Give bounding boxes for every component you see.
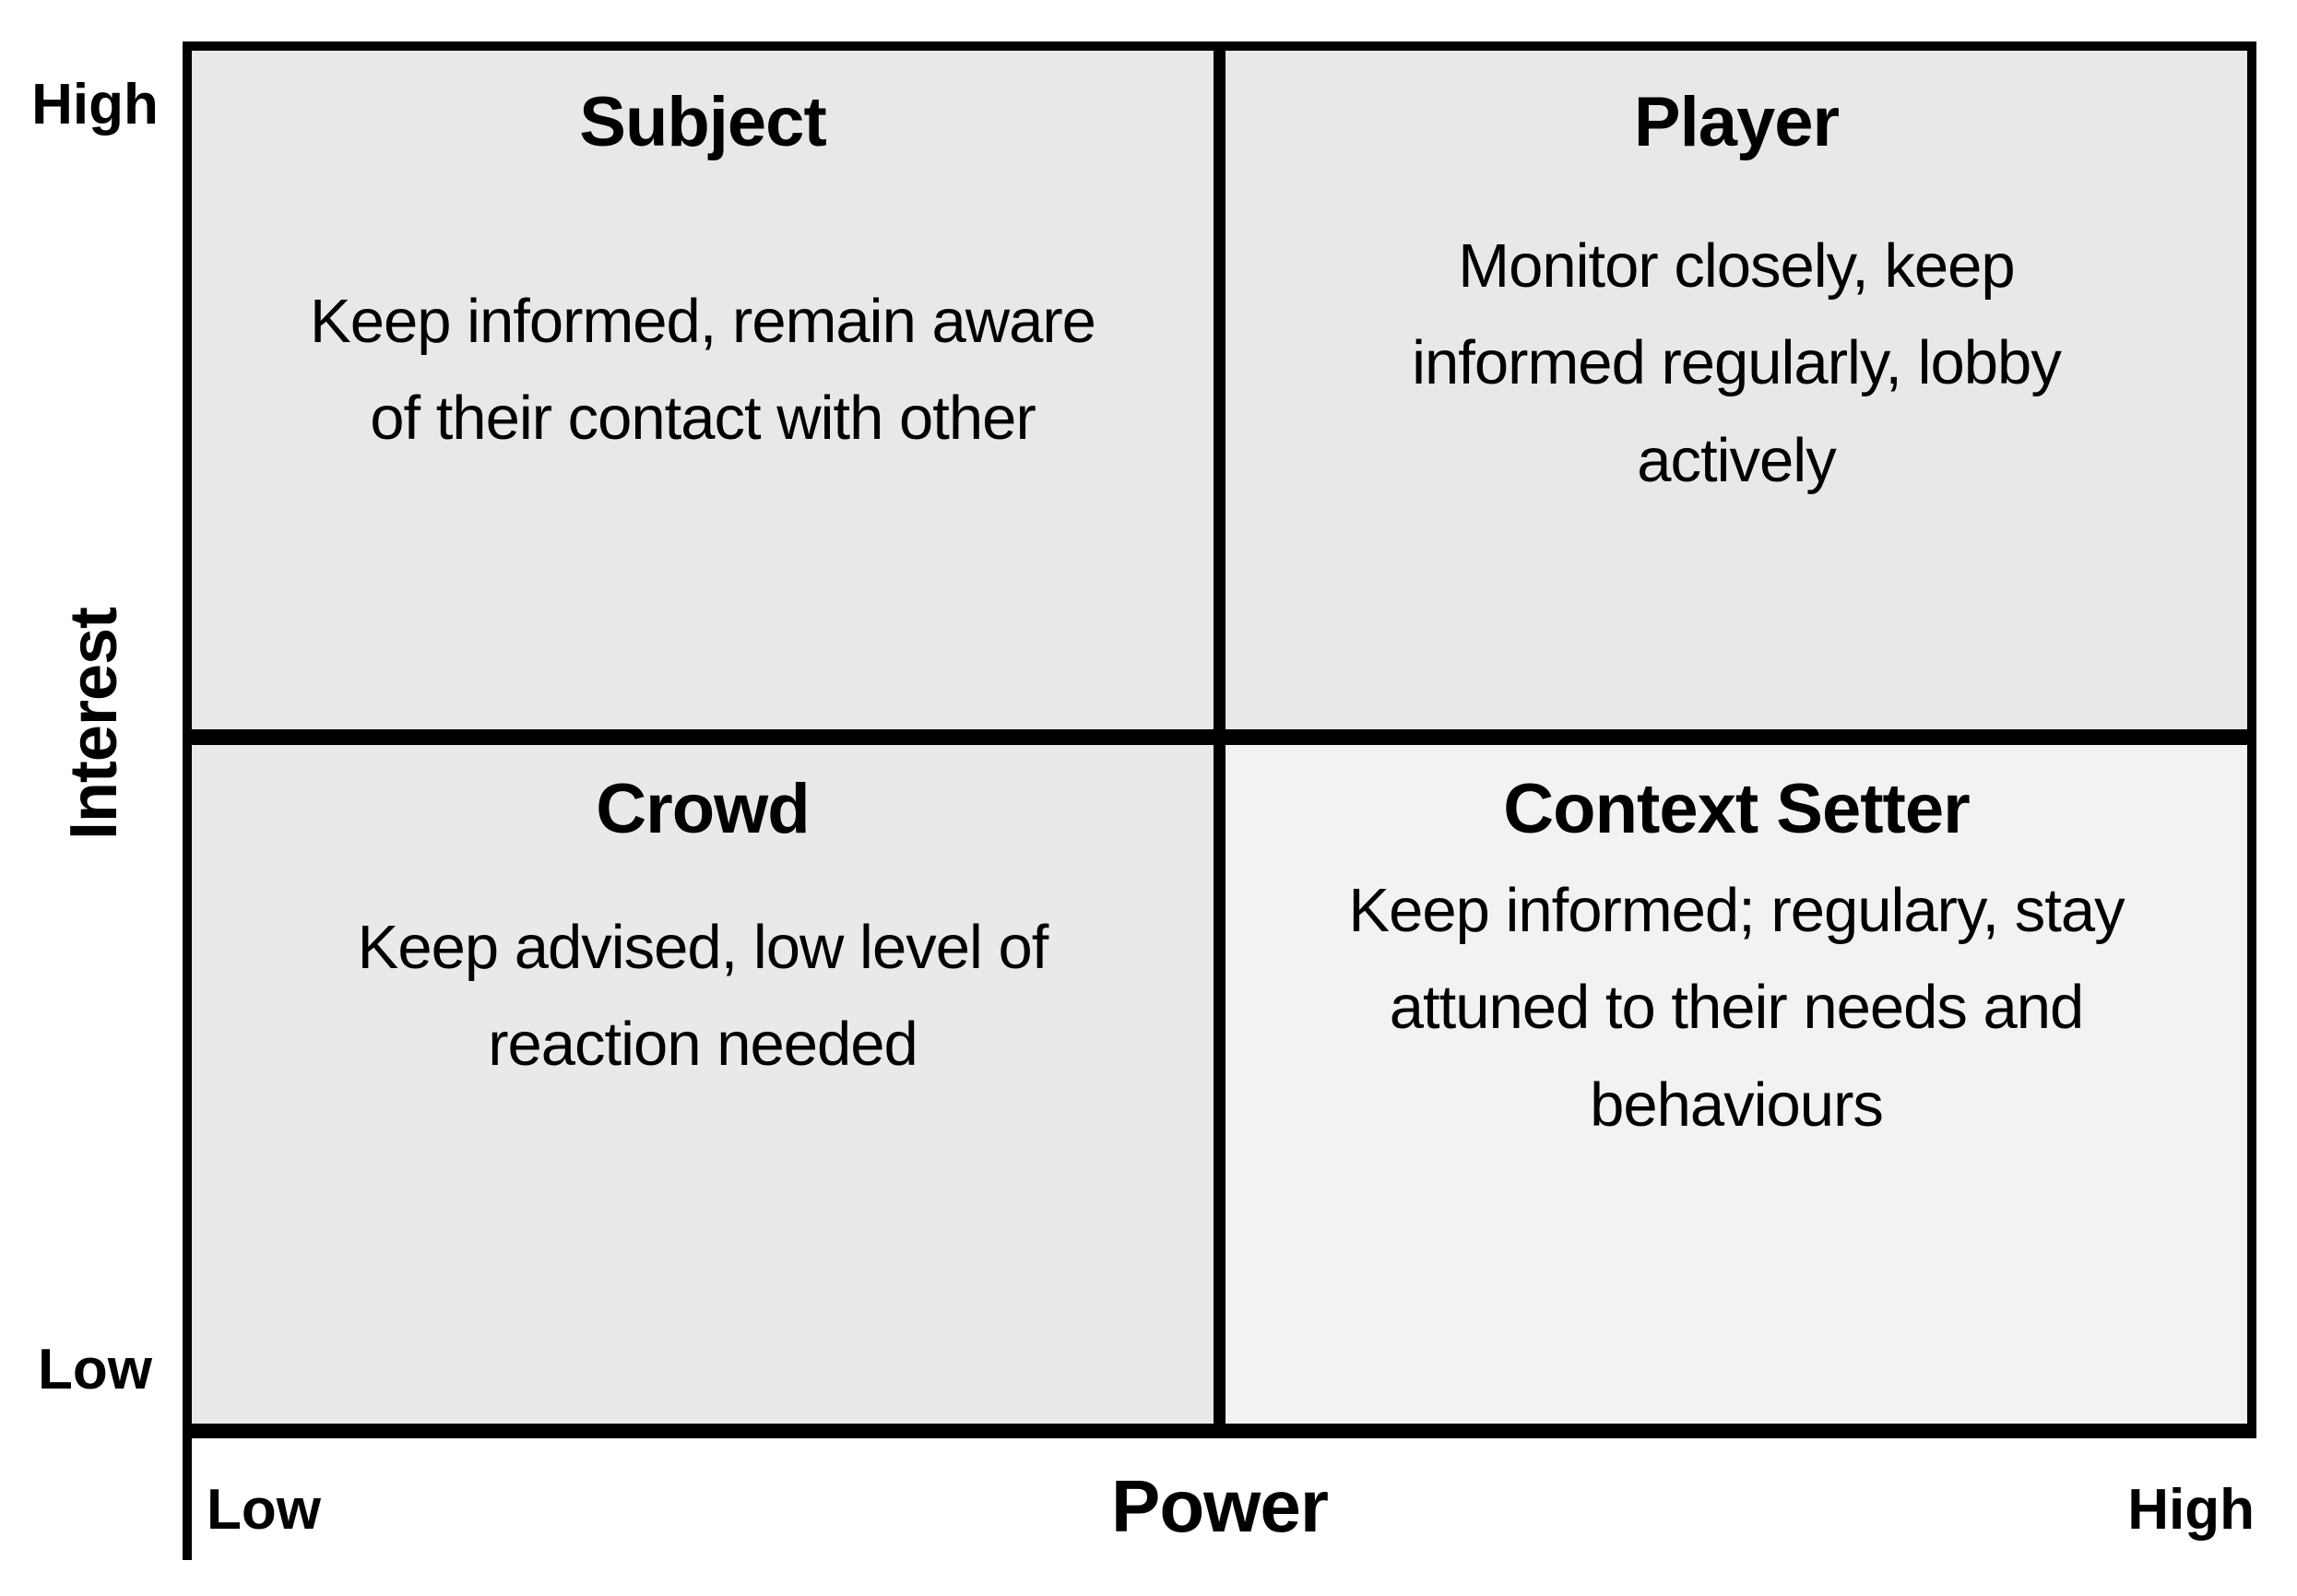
- quadrant-player-body: Monitor closely, keep informed regularly…: [1412, 218, 2062, 509]
- horizontal-divider-line: [192, 729, 2247, 745]
- quadrant-subject-body: Keep informed, remain aware of their con…: [310, 273, 1096, 467]
- quadrant-context-setter-title: Context Setter: [1503, 770, 1970, 848]
- matrix-grid: Subject Keep informed, remain aware of t…: [183, 41, 2256, 1438]
- quadrant-crowd-body-line: Keep advised, low level of: [357, 913, 1049, 983]
- quadrant-subject-body-line: of their contact with other: [370, 384, 1036, 454]
- x-axis-title: Power: [1110, 1465, 1329, 1547]
- x-axis-low-label: Low: [207, 1478, 321, 1542]
- y-axis-title: Interest: [57, 607, 131, 841]
- quadrant-context-setter: Context Setter Keep informed; regulary, …: [1225, 745, 2247, 1424]
- y-axis-high-label: High: [31, 73, 159, 136]
- quadrant-subject: Subject Keep informed, remain aware of t…: [192, 51, 1214, 729]
- quadrant-player-body-line: Monitor closely, keep: [1458, 231, 2015, 301]
- quadrant-player-title: Player: [1633, 83, 1840, 161]
- quadrant-context-setter-body-line: attuned to their needs and: [1389, 973, 2085, 1043]
- y-axis-low-label: Low: [38, 1338, 152, 1401]
- quadrant-crowd-body: Keep advised, low level of reaction need…: [357, 899, 1049, 1093]
- quadrant-player-body-line: informed regularly, lobby: [1412, 328, 2062, 398]
- quadrant-player-body-line: actively: [1637, 425, 1836, 495]
- quadrant-subject-body-line: Keep informed, remain aware: [310, 287, 1096, 357]
- quadrant-subject-title: Subject: [579, 83, 826, 161]
- quadrant-crowd: Crowd Keep advised, low level of reactio…: [192, 745, 1214, 1424]
- quadrant-crowd-body-line: reaction needed: [488, 1010, 918, 1080]
- quadrant-player: Player Monitor closely, keep informed re…: [1225, 51, 2247, 729]
- quadrant-context-setter-body-line: Keep informed; regulary, stay: [1348, 876, 2125, 946]
- quadrant-crowd-title: Crowd: [596, 770, 810, 848]
- y-axis-line: [183, 1438, 192, 1560]
- quadrant-context-setter-body: Keep informed; regulary, stay attuned to…: [1348, 862, 2125, 1153]
- quadrant-context-setter-body-line: behaviours: [1590, 1070, 1884, 1140]
- x-axis-high-label: High: [2127, 1478, 2255, 1542]
